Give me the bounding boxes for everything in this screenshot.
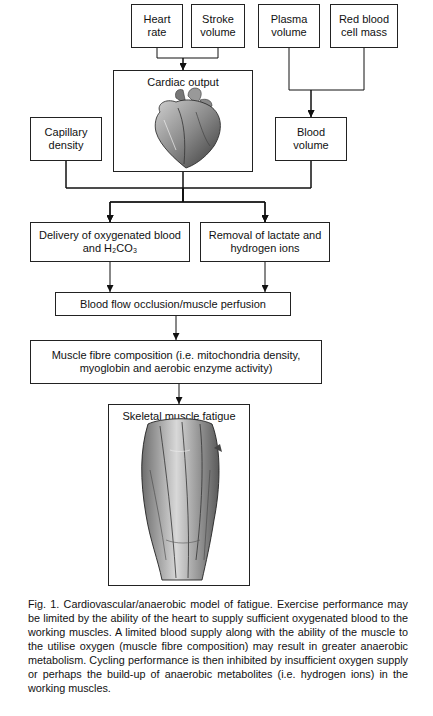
process-box: Skeletal muscle fatigue xyxy=(108,404,250,586)
connector-arrow xyxy=(66,161,265,222)
box-label: Plasma volume xyxy=(262,13,316,39)
process-box: Cardiac output xyxy=(113,70,253,172)
connector-arrow xyxy=(110,161,311,222)
muscle-illustration xyxy=(142,419,222,580)
connector-arrow xyxy=(265,262,266,292)
process-box: Plasma volume xyxy=(258,4,320,48)
process-box: Red blood cell mass xyxy=(330,4,398,48)
heart-illustration xyxy=(155,88,220,168)
connector-arrow xyxy=(183,172,265,222)
connector-arrow xyxy=(157,48,183,70)
connector-arrow xyxy=(179,384,180,404)
connector-arrow xyxy=(66,161,183,222)
box-label: Delivery of oxygenated blood and H₂CO₃ xyxy=(34,229,186,255)
box-label: Blood flow occlusion/muscle perfusion xyxy=(80,298,266,311)
process-box: Heart rate xyxy=(131,4,183,48)
process-box: Muscle fibre composition (i.e. mitochond… xyxy=(30,340,322,384)
box-label: Stroke volume xyxy=(195,13,241,39)
box-label: Capillary density xyxy=(34,126,98,152)
connector-arrow xyxy=(289,48,311,117)
figure-caption: Fig. 1. Cardiovascular/anaerobic model o… xyxy=(28,597,408,695)
connector-arrow xyxy=(110,262,111,292)
box-label: Cardiac output xyxy=(147,76,219,89)
process-box: Blood flow occlusion/muscle perfusion xyxy=(55,292,291,316)
connector-arrow xyxy=(311,48,364,117)
box-label: Muscle fibre composition (i.e. mitochond… xyxy=(34,349,318,375)
connector-arrow xyxy=(176,316,177,340)
box-label: Removal of lactate and hydrogen ions xyxy=(204,229,326,255)
process-box: Delivery of oxygenated blood and H₂CO₃ xyxy=(30,222,190,262)
connector-arrow xyxy=(110,172,183,222)
connector-arrow xyxy=(183,161,311,222)
box-label: Heart rate xyxy=(135,13,179,39)
process-box: Capillary density xyxy=(30,117,102,161)
process-box: Blood volume xyxy=(275,117,347,161)
process-box: Removal of lactate and hydrogen ions xyxy=(200,222,330,262)
box-label: Red blood cell mass xyxy=(334,13,394,39)
connector-arrow xyxy=(183,48,218,70)
box-label: Skeletal muscle fatigue xyxy=(122,410,235,423)
process-box: Stroke volume xyxy=(191,4,245,48)
box-label: Blood volume xyxy=(279,126,343,152)
